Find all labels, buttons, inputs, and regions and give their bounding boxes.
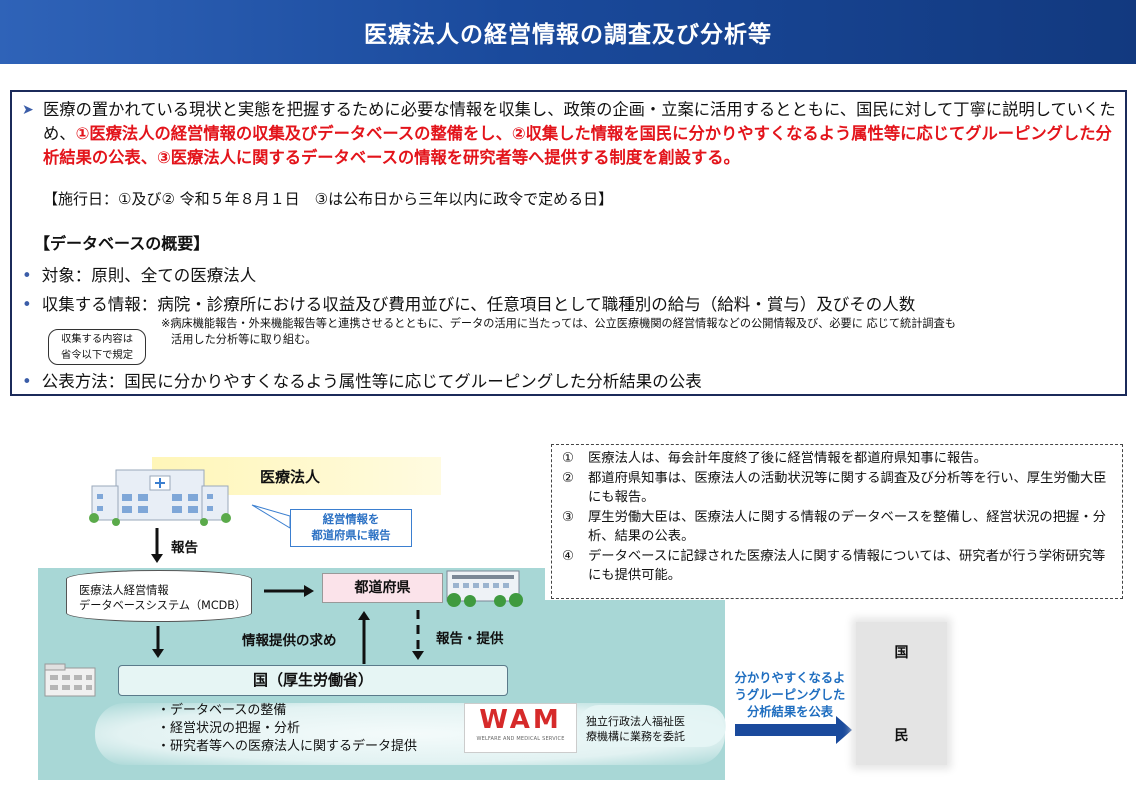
- purpose-emphasis: ①医療法人の経営情報の収集及びデータベースの整備をし、②収集した情報を国民に分か…: [43, 124, 1112, 167]
- report-callout: 経営情報を 都道府県に報告: [290, 509, 412, 547]
- step-item: ③ 厚生労働大臣は、医療法人に関する情報のデータベースを整備し、経営状況の把握・分…: [562, 508, 1112, 546]
- wam-logo: WAM WELFARE AND MEDICAL SERVICE: [464, 703, 577, 753]
- task-item: ・経営状況の把握・分析: [157, 721, 301, 736]
- db-overview-heading: 【データベースの概要】: [34, 234, 210, 253]
- arrow-bullet-icon: ➤: [22, 102, 34, 118]
- arrow-report-provide-down: [412, 610, 424, 660]
- prefecture-box: 都道府県: [322, 573, 443, 603]
- callout-line-1: 経営情報を: [322, 513, 380, 526]
- step-text: 厚生労働大臣は、医療法人に関する情報のデータベースを整備し、経営状況の把握・分析…: [588, 510, 1106, 544]
- publish-label: 分かりやすくなるよ うグルーピングした 分析結果を公表: [728, 670, 852, 721]
- arrow-db-to-prefecture: [264, 585, 314, 597]
- nation-box: 国（厚生労働省）: [118, 665, 508, 696]
- bracket-note-line-1: 収集する内容は: [60, 333, 134, 345]
- clinic-building-icon: [44, 663, 96, 697]
- step-text: 都道府県知事は、医療法人の活動状況等に関する調査及び分析等を行い、厚生労働大臣に…: [588, 471, 1107, 505]
- bullet-collected-text: 収集する情報：病院・診療所における収益及び費用並びに、任意項目として職種別の給与…: [41, 295, 916, 314]
- footnote-line-1: ※病床機能報告・外来機能報告等と連携させるとともに、データの活用に当たっては、公…: [161, 317, 956, 330]
- bullet-publish-text: 公表方法：国民に分かりやすくなるよう属性等に応じてグルーピングした分析結果の公表: [41, 372, 702, 391]
- bullet-dot-icon: •: [22, 295, 32, 314]
- report-label: 報告: [171, 540, 198, 556]
- arrow-publish: [735, 716, 852, 744]
- nation-tasks: ・データベースの整備 ・経営状況の把握・分析 ・研究者等への医療法人に関するデー…: [157, 702, 417, 756]
- prefecture-office-icon: [446, 570, 523, 607]
- publish-line-3: 分析結果を公表: [746, 705, 834, 719]
- purpose-text: 医療の置かれている現状と実態を把握するために必要な情報を収集し、政策の企画・立案…: [43, 100, 1116, 143]
- bullet-dot-icon: •: [22, 372, 32, 391]
- summary-box: ➤ 医療の置かれている現状と実態を把握するために必要な情報を収集し、政策の企画・…: [10, 90, 1127, 396]
- bullet-target: • 対象：原則、全ての医療法人: [22, 262, 256, 286]
- title-bar: 医療法人の経営情報の調査及び分析等: [0, 0, 1136, 64]
- footnote-line-2: 活用した分析等に取り組む。: [171, 333, 317, 346]
- step-text: データベースに記録された医療法人に関する情報については、研究者が行う学術研究等に…: [588, 549, 1106, 583]
- bullet-publish-method: • 公表方法：国民に分かりやすくなるよう属性等に応じてグルーピングした分析結果の公…: [22, 368, 702, 392]
- step-number: ④: [562, 549, 574, 564]
- step-item: ② 都道府県知事は、医療法人の活動状況等に関する調査及び分析等を行い、厚生労働大臣…: [562, 469, 1112, 507]
- callout-pointer: [251, 504, 291, 529]
- purpose-paragraph: ➤ 医療の置かれている現状と実態を把握するために必要な情報を収集し、政策の企画・…: [22, 98, 1117, 170]
- bracket-note: 収集する内容は 省令以下で規定: [48, 329, 146, 365]
- wam-label-cloud: [578, 705, 726, 747]
- bullet-collected-info: • 収集する情報：病院・診療所における収益及び費用並びに、任意項目として職種別の給…: [22, 291, 915, 315]
- publish-line-1: 分かりやすくなるよ: [734, 671, 846, 685]
- step-item: ① 医療法人は、毎会計年度終了後に経営情報を都道府県知事に報告。: [562, 449, 1112, 468]
- step-number: ①: [562, 451, 574, 466]
- steps-box: ① 医療法人は、毎会計年度終了後に経営情報を都道府県知事に報告。 ② 都道府県知事は…: [551, 444, 1123, 599]
- wam-label: 独立行政法人福祉医 療機構に業務を委託: [586, 714, 685, 744]
- task-item: ・研究者等への医療法人に関するデータ提供: [157, 739, 418, 754]
- wam-logo-mark: WAM: [479, 705, 562, 735]
- step-number: ②: [562, 471, 574, 486]
- citizens-box: 国 民: [856, 622, 947, 765]
- medical-corp-label: 医療法人: [260, 468, 321, 486]
- arrow-db-down: [152, 626, 164, 658]
- arrow-report-down: [151, 528, 163, 563]
- bullet-dot-icon: •: [22, 266, 32, 285]
- effective-date: 【施行日：①及び② 令和５年８月１日 ③は公布日から三年以内に政令で定める日】: [43, 190, 614, 208]
- wam-logo-subtitle: WELFARE AND MEDICAL SERVICE: [476, 736, 565, 742]
- bracket-note-line-2: 省令以下で規定: [60, 349, 134, 361]
- citizens-label-2: 民: [894, 728, 909, 744]
- bullet-target-text: 対象：原則、全ての医療法人: [41, 266, 257, 285]
- step-text: 医療法人は、毎会計年度終了後に経営情報を都道府県知事に報告。: [588, 451, 987, 466]
- page-title: 医療法人の経営情報の調査及び分析等: [364, 22, 772, 48]
- step-number: ③: [562, 510, 574, 525]
- database-icon: 医療法人経営情報 データベースシステム（MCDB）: [66, 570, 252, 622]
- callout-line-2: 都道府県に報告: [311, 529, 391, 542]
- citizens-label-1: 国: [894, 645, 909, 661]
- report-provide-label: 報告・提供: [436, 631, 504, 647]
- wam-label-line-2: 療機構に業務を委託: [586, 730, 685, 743]
- task-item: ・データベースの整備: [157, 703, 287, 718]
- arrow-info-request-up: [358, 611, 370, 664]
- db-name-line-1: 医療法人経営情報: [79, 584, 169, 597]
- publish-line-2: うグルーピングした: [734, 688, 846, 702]
- wam-label-line-1: 独立行政法人福祉医: [586, 715, 685, 728]
- step-item: ④ データベースに記録された医療法人に関する情報については、研究者が行う学術研究等…: [562, 547, 1112, 585]
- footnote: ※病床機能報告・外来機能報告等と連携させるとともに、データの活用に当たっては、公…: [161, 316, 1116, 348]
- hospital-icon: [89, 469, 231, 526]
- info-request-label: 情報提供の求め: [242, 633, 337, 649]
- db-name-line-2: データベースシステム（MCDB）: [79, 599, 247, 612]
